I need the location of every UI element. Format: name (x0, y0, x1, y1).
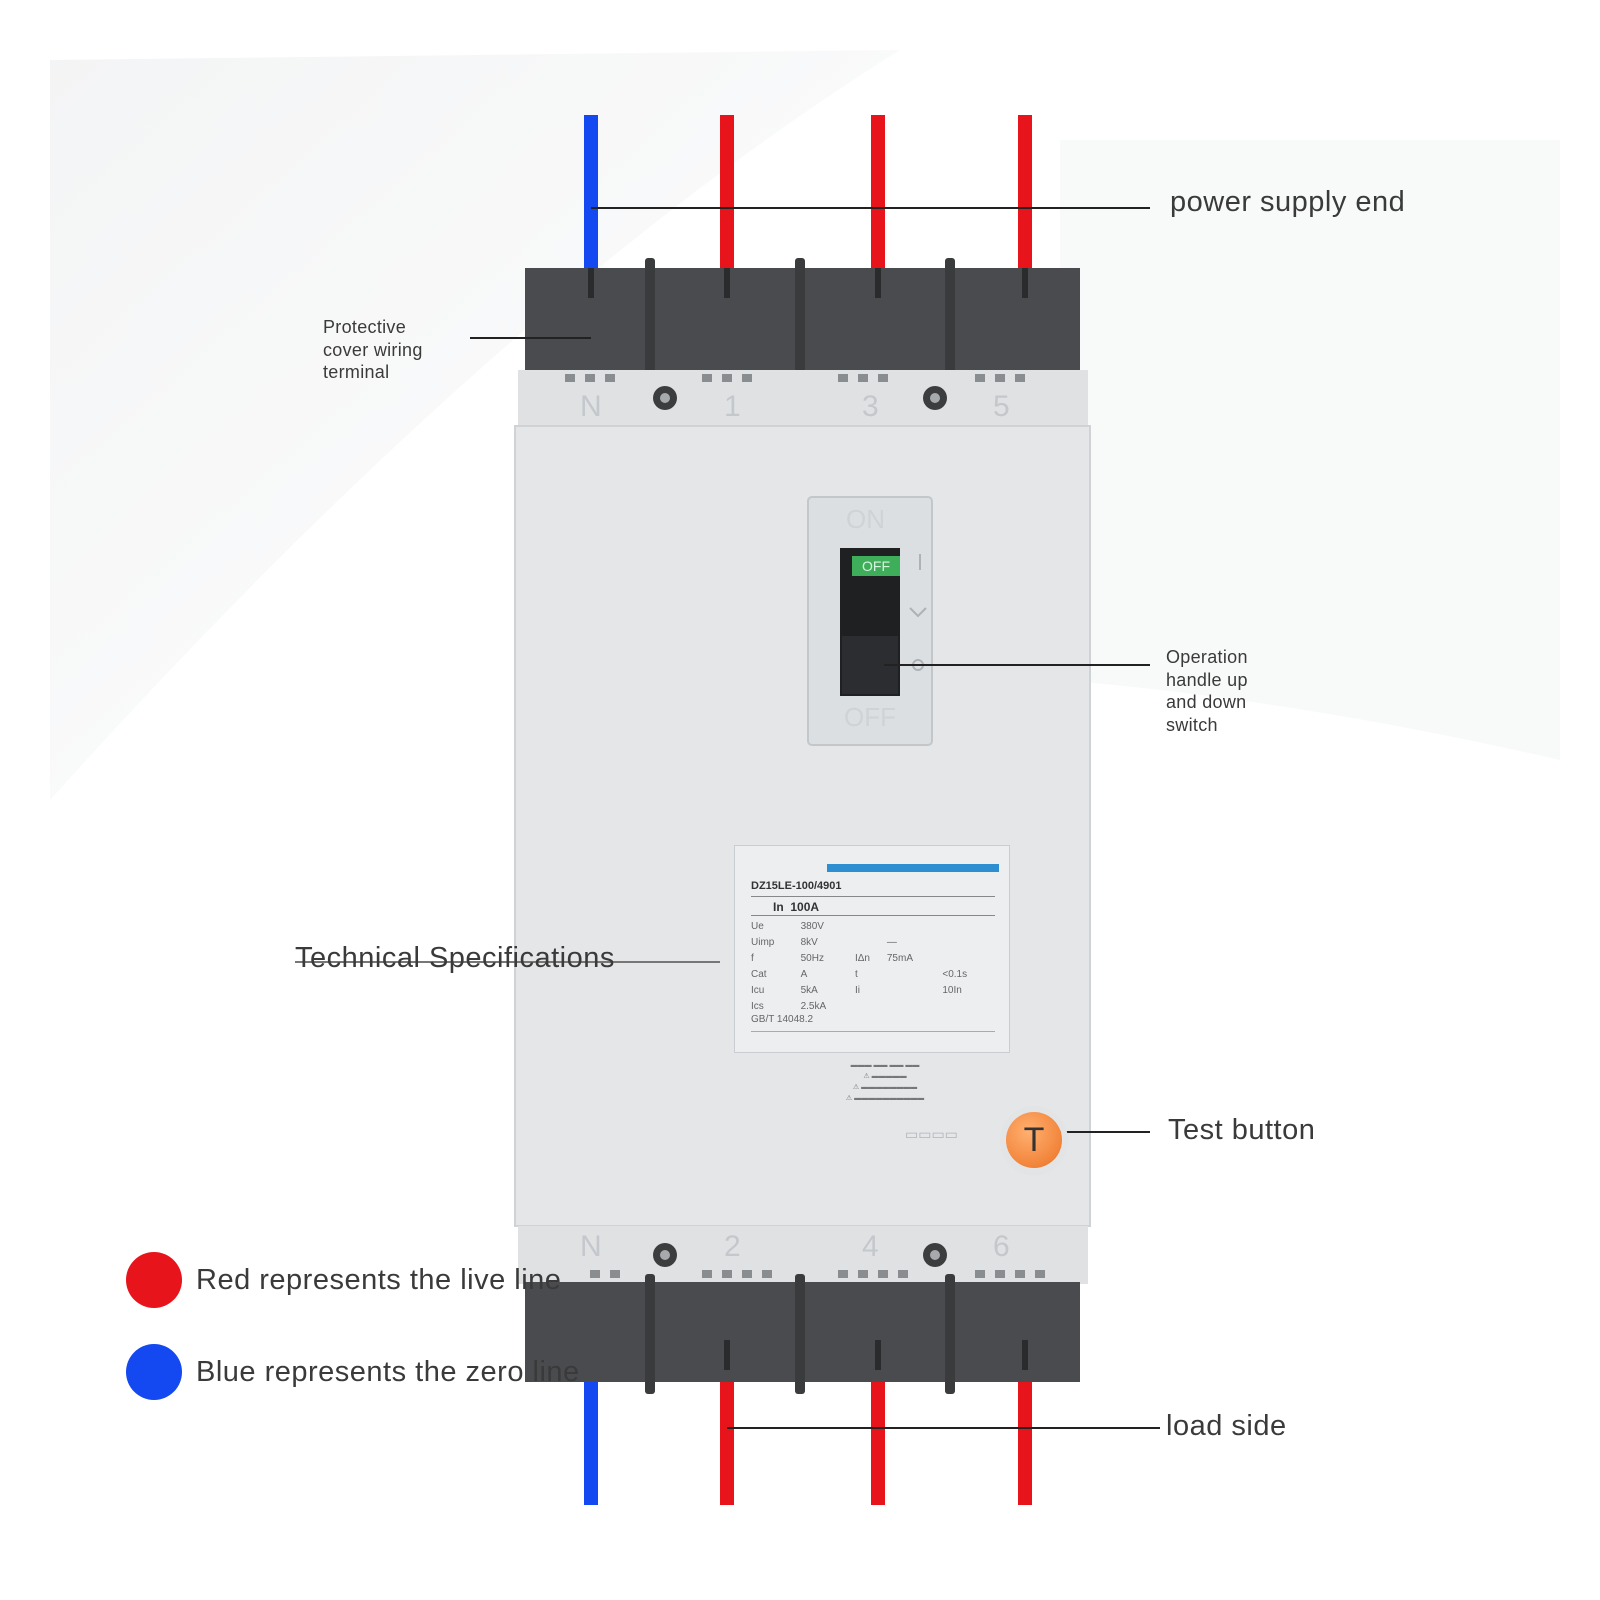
off-marking: OFF (844, 702, 896, 732)
bottom-cover-divider (795, 1274, 805, 1394)
legend-live: Red represents the live line (126, 1252, 561, 1308)
handle-state-indicator: OFF (852, 556, 900, 576)
top-live-wire-1 (720, 115, 734, 295)
bottom-cover-divider (945, 1274, 955, 1394)
red-dot-icon (126, 1252, 182, 1308)
nameplate-accent-bar (827, 864, 999, 872)
legend-neutral: Blue represents the zero line (126, 1344, 580, 1400)
top-cover-divider (795, 258, 805, 378)
label-load-side: load side (1166, 1410, 1287, 1442)
rated-current: In 100A (773, 900, 820, 914)
bottom-terminal-label: 4 (862, 1230, 879, 1263)
bottom-terminal-label: 2 (724, 1230, 741, 1263)
test-button[interactable]: T (1006, 1112, 1062, 1168)
bottom-terminal-label: N (580, 1230, 602, 1263)
label-technical-specifications: Technical Specifications (295, 942, 615, 974)
model-number: DZ15LE-100/4901 (751, 880, 842, 892)
top-terminal-label: 3 (862, 390, 879, 423)
top-cover-divider (945, 258, 955, 378)
breaker-body (515, 426, 1090, 1226)
bottom-cover-divider (645, 1274, 655, 1394)
standard-reference: GB/T 14048.2 (751, 1014, 814, 1025)
legend-live-text: Red represents the live line (196, 1263, 562, 1296)
top-terminal-label: 1 (724, 390, 741, 423)
on-marking: ON (846, 504, 885, 534)
legend-neutral-text: Blue represents the zero line (196, 1355, 580, 1388)
top-cover-divider (645, 258, 655, 378)
top-vent-slots (565, 374, 1025, 382)
top-terminal-label: N (580, 390, 602, 423)
label-power-supply-end: power supply end (1170, 186, 1406, 218)
warning-fine-print: ▬▬▬ ▬▬ ▬▬ ▬▬⚠ ▬▬▬▬▬⚠ ▬▬▬▬▬▬▬▬⚠ ▬▬▬▬▬▬▬▬▬… (845, 1062, 925, 1102)
brand-mark: ▭▭▭▭ (905, 1126, 958, 1142)
label-test-button: Test button (1168, 1114, 1316, 1146)
blue-dot-icon (126, 1344, 182, 1400)
label-protective-cover: Protective cover wiring terminal (323, 317, 423, 382)
label-operation-handle: Operation handle up and down switch (1166, 647, 1248, 735)
top-live-wire-3 (871, 115, 885, 295)
top-live-wire-5 (1018, 115, 1032, 295)
top-terminal-label: 5 (993, 390, 1010, 423)
top-neutral-wire (584, 115, 598, 295)
bottom-terminal-label: 6 (993, 1230, 1010, 1263)
bottom-vent-slots (590, 1270, 1045, 1278)
